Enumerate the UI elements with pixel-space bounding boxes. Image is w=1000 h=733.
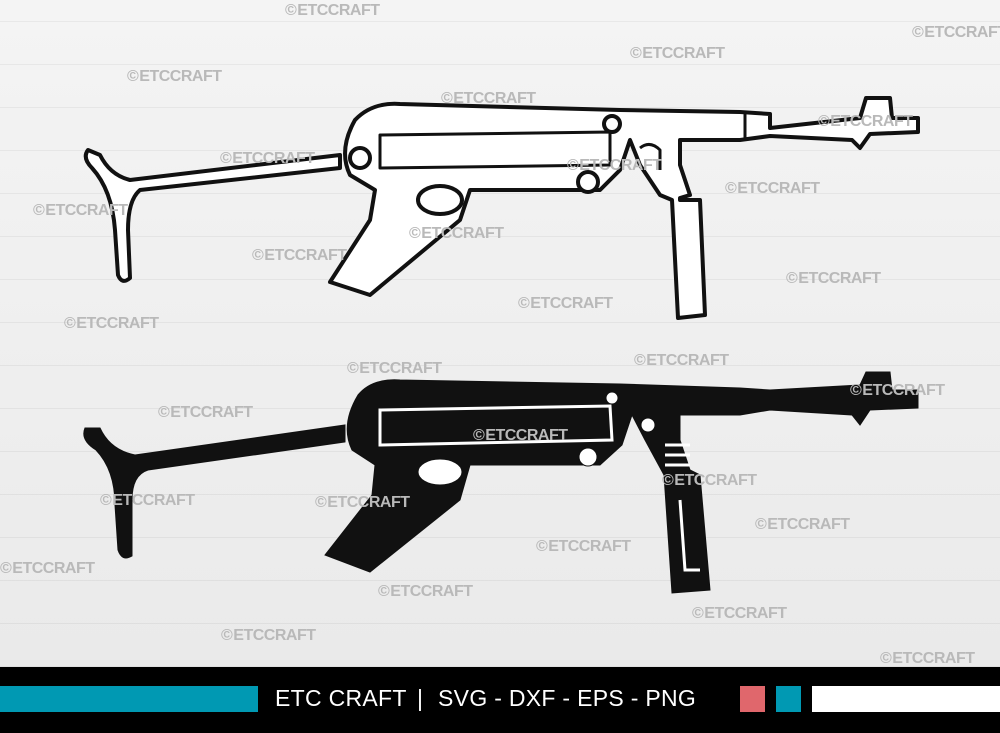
watermark: ETCCRAFT (127, 68, 222, 86)
watermark: ETCCRAFT (662, 472, 757, 490)
white-bar (812, 686, 1000, 712)
watermark: ETCCRAFT (220, 150, 315, 168)
product-canvas: ETCCRAFT ETCCRAFT ETCCRAFT ETCCRAFT ETCC… (0, 0, 1000, 667)
watermark: ETCCRAFT (347, 360, 442, 378)
watermark: ETCCRAFT (755, 516, 850, 534)
watermark: ETCCRAFT (818, 113, 913, 131)
footer-banner: ETC CRAFT | SVG - DXF - EPS - PNG (0, 667, 1000, 733)
watermark: ETCCRAFT (880, 650, 975, 668)
red-square (740, 686, 765, 712)
watermark: ETCCRAFT (518, 295, 613, 313)
file-formats: SVG - DXF - EPS - PNG (438, 685, 697, 711)
teal-bar (0, 686, 258, 712)
watermark: ETCCRAFT (158, 404, 253, 422)
watermark: ETCCRAFT (850, 382, 945, 400)
watermark: ETCCRAFT (567, 157, 662, 175)
watermark: ETCCRAFT (630, 45, 725, 63)
watermark: ETCCRAFT (100, 492, 195, 510)
submachine-gun-outline (83, 96, 920, 320)
separator: | (417, 685, 424, 711)
watermark: ETCCRAFT (634, 352, 729, 370)
watermark: ETCCRAFT (0, 560, 95, 578)
watermark: ETCCRAFT (536, 538, 631, 556)
watermark: ETCCRAFT (409, 225, 504, 243)
watermark: ETCCRAFT (725, 180, 820, 198)
watermark: ETCCRAFT (33, 202, 128, 220)
watermark: ETCCRAFT (285, 2, 380, 20)
watermark: ETCCRAFT (64, 315, 159, 333)
watermark: ETCCRAFT (692, 605, 787, 623)
watermark: ETCCRAFT (221, 627, 316, 645)
watermark: ETCCRAFT (786, 270, 881, 288)
watermark: ETCCRAFT (473, 427, 568, 445)
watermark: ETCCRAFT (441, 90, 536, 108)
footer-text: ETC CRAFT | SVG - DXF - EPS - PNG (275, 685, 696, 712)
teal-square (776, 686, 801, 712)
watermark: ETCCRAFT (315, 494, 410, 512)
brand-name: ETC CRAFT (275, 685, 407, 711)
watermark: ETCCRAFT (252, 247, 347, 265)
watermark: ETCCRAFT (912, 24, 1000, 42)
watermark: ETCCRAFT (378, 583, 473, 601)
